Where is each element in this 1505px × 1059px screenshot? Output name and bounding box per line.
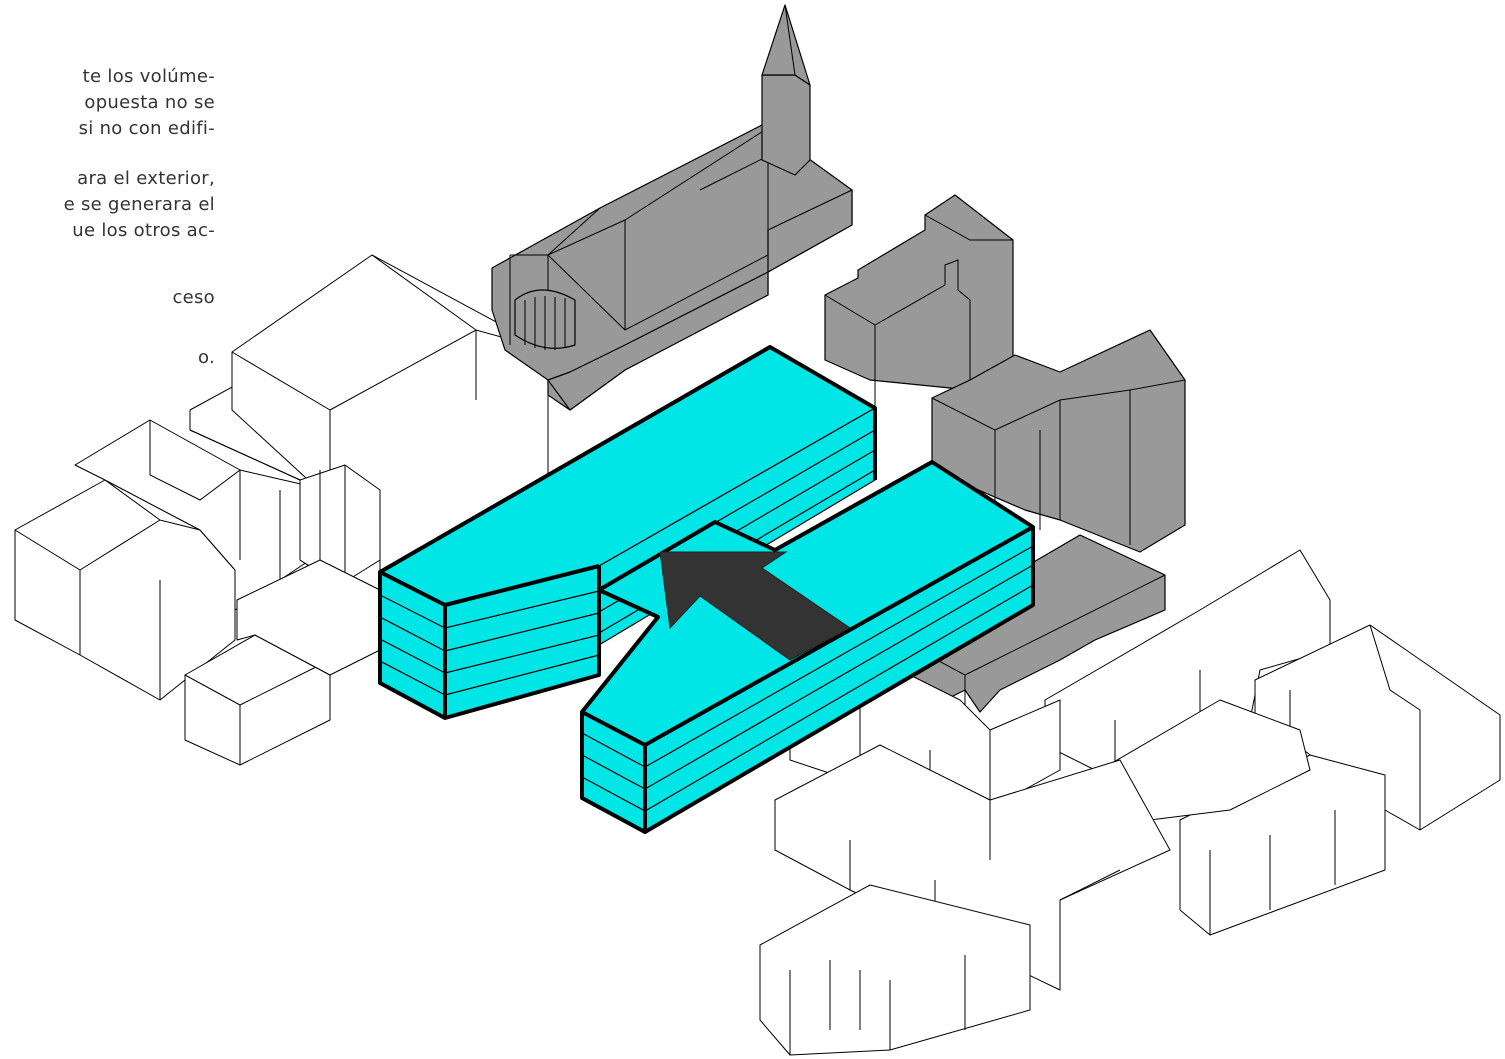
church-building <box>492 5 852 410</box>
